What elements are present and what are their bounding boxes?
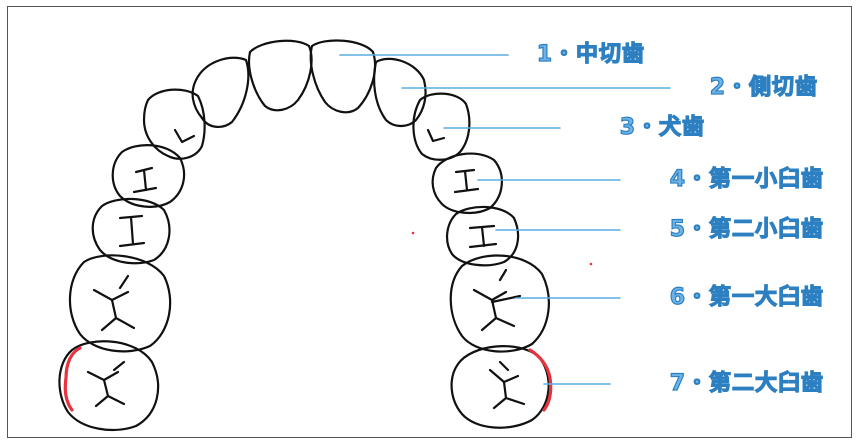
tooth-second-molar-right <box>452 346 549 428</box>
canine-left-cusp-mark <box>175 130 194 142</box>
first-premolar-left-groove <box>134 168 156 192</box>
tooth-central-incisor-left <box>249 41 312 110</box>
label-first-premolar: 4・第一小臼歯 <box>624 167 824 193</box>
tooth-lateral-incisor-right <box>374 59 425 126</box>
tooth-first-molar-left <box>70 255 170 351</box>
label-lateral-incisor: 2・側切歯 <box>670 75 818 101</box>
first-molar-left-groove <box>94 276 134 330</box>
label-canine: 3・犬歯 <box>565 115 705 141</box>
label-second-molar: 7・第二大臼歯 <box>618 371 824 397</box>
second-premolar-left-groove <box>120 216 144 246</box>
label-central-incisor: 1・中切歯 <box>493 42 645 68</box>
tooth-first-premolar-left <box>113 145 184 207</box>
second-premolar-right-groove <box>470 226 496 247</box>
tooth-canine-left <box>144 90 205 159</box>
tooth-second-molar-left <box>59 341 158 430</box>
label-first-molar: 6・第一大臼歯 <box>624 285 824 311</box>
tooth-central-incisor-right <box>311 40 375 112</box>
red-dot-2 <box>590 263 593 266</box>
label-second-premolar: 5・第二小臼歯 <box>624 217 824 243</box>
second-molar-left-groove <box>88 362 124 406</box>
highlight-second-molar-left <box>65 348 80 410</box>
tooth-first-molar-right <box>451 256 549 352</box>
first-molar-right-groove <box>474 270 520 330</box>
second-molar-right-groove <box>490 362 524 408</box>
canine-right-cusp-mark <box>428 130 444 141</box>
tooth-lateral-incisor-left <box>193 58 249 127</box>
first-premolar-right-groove <box>455 170 478 192</box>
red-dot-1 <box>412 232 415 235</box>
tooth-canine-right <box>413 94 469 160</box>
